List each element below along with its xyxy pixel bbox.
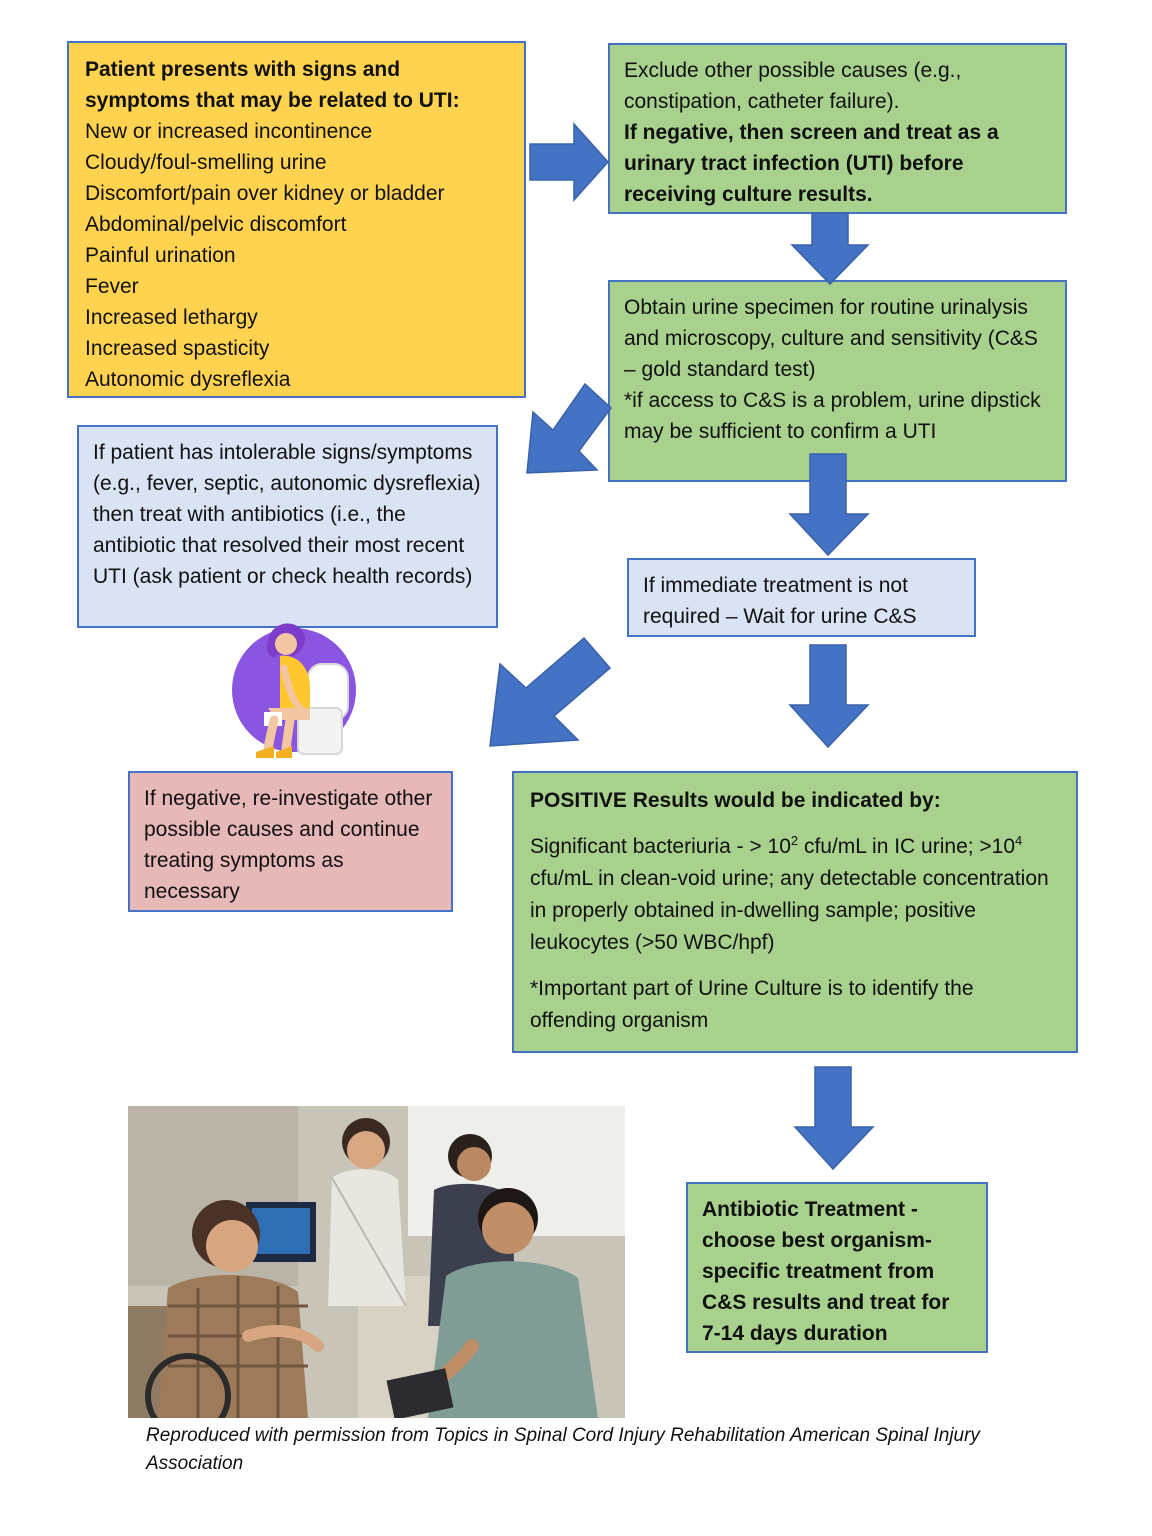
arrow-down-left-icon	[526, 382, 613, 474]
symptom-item: Painful urination	[85, 244, 236, 267]
symptom-item: Cloudy/foul-smelling urine	[85, 151, 327, 174]
exclude-causes-box: Exclude other possible causes (e.g., con…	[608, 43, 1067, 214]
intolerable-symptoms-box: If patient has intolerable signs/symptom…	[77, 425, 498, 628]
people-photo	[128, 1106, 625, 1418]
positive-heading: POSITIVE Results would be indicated by:	[530, 789, 941, 812]
negative-result-box: If negative, re-investigate other possib…	[128, 771, 453, 912]
arrow-down-icon	[793, 1066, 875, 1171]
symptom-item: Abdominal/pelvic discomfort	[85, 213, 347, 236]
arrow-down-icon	[788, 644, 870, 749]
symptom-item: Fever	[85, 275, 139, 298]
wait-text: If immediate treatment is not required –…	[643, 574, 917, 628]
intolerable-text: If patient has intolerable signs/symptom…	[93, 441, 481, 588]
symptoms-box: Patient presents with signs and symptoms…	[67, 41, 526, 398]
urine-specimen-box: Obtain urine specimen for routine urinal…	[608, 280, 1067, 482]
arrow-down-icon	[790, 212, 870, 286]
specimen-text: Obtain urine specimen for routine urinal…	[624, 296, 1038, 381]
symptoms-heading: Patient presents with signs and symptoms…	[85, 58, 460, 112]
photo-caption: Reproduced with permission from Topics i…	[146, 1425, 980, 1474]
symptom-item: Autonomic dysreflexia	[85, 368, 291, 391]
wait-results-box: If immediate treatment is not required –…	[627, 558, 976, 637]
exclude-bold-text: If negative, then screen and treat as a …	[624, 121, 999, 206]
positive-results-box: POSITIVE Results would be indicated by: …	[512, 771, 1078, 1053]
symptom-item: Increased spasticity	[85, 337, 270, 360]
positive-note: *Important part of Urine Culture is to i…	[530, 977, 974, 1032]
treatment-text: Antibiotic Treatment - choose best organ…	[702, 1198, 950, 1345]
symptom-item: Increased lethargy	[85, 306, 258, 329]
symptom-item: New or increased incontinence	[85, 120, 373, 143]
arrow-down-left-icon	[489, 636, 612, 747]
toilet-illustration	[232, 623, 356, 758]
arrow-right-icon	[529, 122, 610, 202]
negative-text: If negative, re-investigate other possib…	[144, 787, 433, 903]
arrow-down-icon	[788, 453, 870, 557]
antibiotic-treatment-box: Antibiotic Treatment - choose best organ…	[686, 1182, 988, 1353]
symptom-item: Discomfort/pain over kidney or bladder	[85, 182, 445, 205]
positive-criteria: Significant bacteriuria - > 102 cfu/mL i…	[530, 833, 1049, 954]
exclude-text: Exclude other possible causes (e.g., con…	[624, 59, 962, 113]
specimen-note: *if access to C&S is a problem, urine di…	[624, 389, 1041, 443]
